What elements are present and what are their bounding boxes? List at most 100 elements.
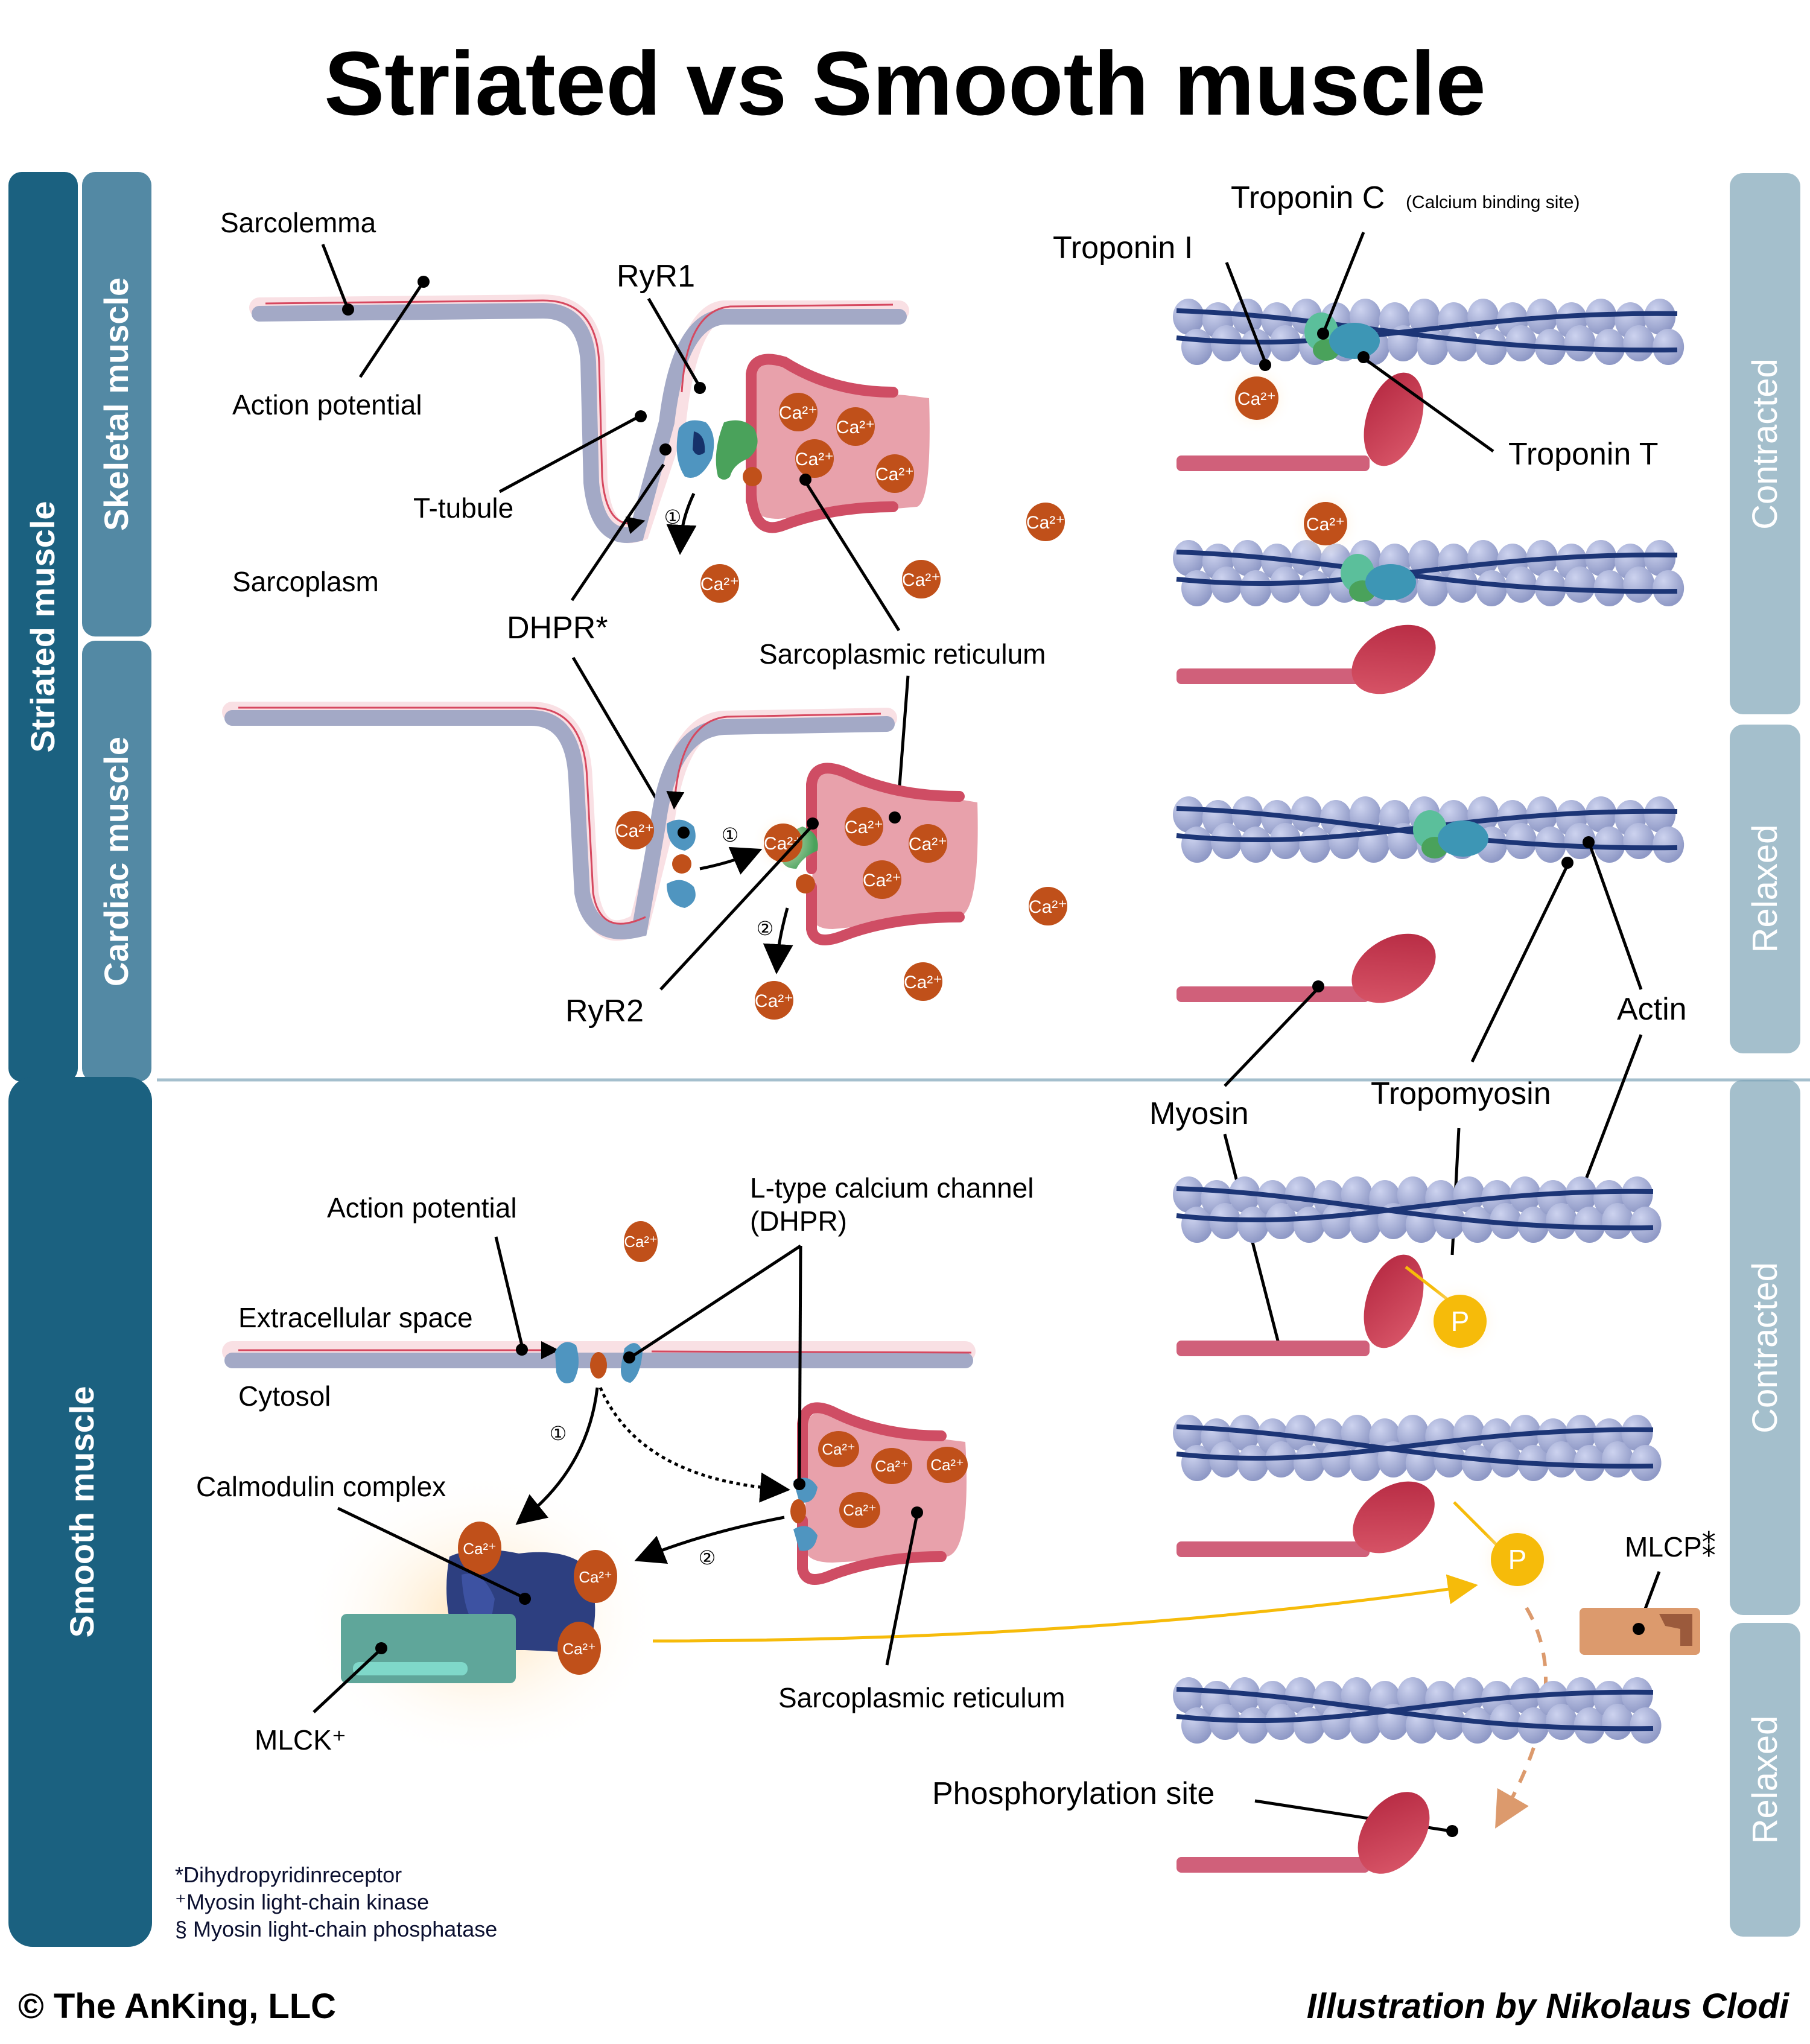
actin-monomer	[1564, 567, 1596, 603]
actin-monomer	[1653, 827, 1685, 863]
actin-monomer	[1329, 823, 1361, 859]
actin-monomer	[1434, 1441, 1465, 1477]
smooth-sr-label: Sarcoplasmic reticulum	[778, 1682, 1065, 1713]
svg-text:Ca²⁺: Ca²⁺	[700, 574, 739, 594]
smooth-action-potential-label: Action potential	[327, 1192, 517, 1224]
dhpr-label: DHPR*	[507, 611, 608, 646]
phosphorylation-site-label: Phosphorylation site	[932, 1776, 1215, 1811]
phosphate-group: P	[1418, 1279, 1502, 1363]
dephosphorylation-arrow	[1495, 1607, 1548, 1829]
sr-release-arrow	[634, 1516, 785, 1564]
svg-text:Ca²⁺: Ca²⁺	[875, 1457, 909, 1475]
myosin-tail	[1176, 1857, 1370, 1873]
actin-monomer	[1284, 1677, 1316, 1713]
skeletal-muscle-label: Skeletal muscle	[97, 278, 135, 531]
svg-text:Ca²⁺: Ca²⁺	[755, 991, 793, 1011]
actin-monomer	[1461, 1707, 1493, 1744]
actin-monomer	[1408, 540, 1440, 576]
actin-monomer	[1644, 540, 1676, 576]
ryr1	[716, 420, 758, 480]
svg-text:Ca²⁺: Ca²⁺	[836, 417, 875, 437]
troponin-t	[1438, 820, 1488, 857]
troponin-i-label: Troponin I	[1053, 230, 1193, 265]
svg-text:Ca²⁺: Ca²⁺	[1029, 897, 1067, 917]
svg-text:Ca²⁺: Ca²⁺	[795, 449, 834, 469]
actin-monomer	[1173, 1677, 1204, 1713]
tropomyosin-strand	[1176, 311, 1678, 345]
sarcolemma-label: Sarcolemma	[220, 207, 376, 238]
troponin-c-label: Troponin C	[1231, 180, 1385, 215]
myosin-tail	[1176, 668, 1370, 684]
calcium-ion: Ca²⁺	[764, 824, 802, 862]
myosin-head	[1358, 1792, 1430, 1874]
actin-monomer	[1564, 325, 1596, 361]
side-panel-smooth: Smooth muscle	[8, 1077, 152, 1947]
mlck-label: MLCK⁺	[255, 1724, 346, 1756]
svg-text:Relaxed: Relaxed	[1745, 825, 1785, 953]
svg-text:Ca²⁺: Ca²⁺	[463, 1540, 497, 1558]
troponin-t-label: Troponin T	[1508, 437, 1659, 472]
svg-text:Ca²⁺: Ca²⁺	[902, 570, 941, 590]
action-potential-label: Action potential	[232, 389, 422, 421]
tropomyosin-label: Tropomyosin	[1371, 1076, 1551, 1111]
actin-monomer	[1173, 796, 1204, 833]
svg-text:Contracted: Contracted	[1745, 358, 1785, 530]
svg-text:Ca²⁺: Ca²⁺	[1026, 513, 1065, 533]
actin-monomer	[1573, 1707, 1605, 1744]
actin-monomer	[1237, 1207, 1269, 1243]
myosin-label: Myosin	[1149, 1096, 1249, 1131]
footnote-mlcp: § Myosin light-chain phosphatase	[175, 1917, 497, 1941]
actin-monomer	[1446, 325, 1478, 361]
ryr1-label: RyR1	[617, 259, 695, 294]
step-1-marker: ①	[550, 1423, 567, 1444]
side-panel-skeletal: Skeletal muscle	[82, 172, 151, 636]
calcium-dot	[590, 1352, 607, 1379]
actin-monomer	[1291, 796, 1323, 833]
calcium-ion: Ca²⁺	[1029, 887, 1067, 925]
svg-text:Ca²⁺: Ca²⁺	[624, 1233, 658, 1251]
actin-monomer	[1546, 1203, 1578, 1239]
svg-text:Ca²⁺: Ca²⁺	[863, 871, 901, 890]
actin-monomer	[1434, 1203, 1465, 1239]
calcium-dot	[796, 874, 815, 893]
actin-monomer	[1564, 823, 1596, 859]
calcium-ion: Ca²⁺	[871, 1448, 912, 1484]
extracellular-space-label: Extracellular space	[238, 1302, 473, 1333]
actin-monomer	[1240, 570, 1272, 606]
actin-monomer	[1173, 540, 1204, 576]
sr-trigger-arrow	[599, 1387, 790, 1503]
calcium-ion: Ca²⁺	[863, 860, 901, 899]
actin-monomer	[1593, 570, 1625, 606]
actin-filament	[1173, 1677, 1662, 1874]
actin-monomer	[1461, 1445, 1493, 1481]
calcium-dot	[672, 854, 691, 874]
actin-filament	[1173, 1176, 1662, 1356]
step-1-marker: ①	[722, 824, 739, 846]
actin-monomer	[1321, 1203, 1353, 1239]
footnote-mlck: ⁺Myosin light-chain kinase	[175, 1890, 429, 1914]
phosphorylation-arrow	[652, 1574, 1478, 1643]
calmodulin-complex-label: Calmodulin complex	[196, 1471, 446, 1502]
calcium-ion: Ca²⁺	[557, 1622, 601, 1675]
svg-text:Ca²⁺: Ca²⁺	[875, 465, 914, 484]
calcium-ion: Ca²⁺	[755, 981, 793, 1020]
myosin-tail	[1176, 1341, 1370, 1356]
step-1-marker: ①	[664, 506, 682, 528]
calcium-ion: Ca²⁺	[845, 807, 883, 846]
activation-arrow	[699, 846, 763, 875]
calcium-ion: Ca²⁺	[818, 1431, 859, 1467]
calcium-dot	[790, 1499, 806, 1523]
sarcoplasmic-reticulum-label: Sarcoplasmic reticulum	[759, 638, 1046, 670]
troponin-t	[1329, 323, 1380, 359]
cardiac-sarcoplasmic-reticulum	[806, 763, 978, 945]
calcium-ion: Ca²⁺	[927, 1447, 968, 1483]
state-panel-relaxed-top: Relaxed	[1730, 725, 1800, 1053]
svg-text:Contracted: Contracted	[1745, 1262, 1785, 1433]
calcium-ion: Ca²⁺	[836, 407, 875, 446]
thin-filaments-smooth: PP	[1173, 1176, 1662, 1874]
release-arrow	[763, 907, 793, 974]
calcium-ion: Ca²⁺	[615, 811, 654, 849]
actin-monomer	[1321, 1704, 1353, 1740]
myosin-head	[1353, 1481, 1435, 1554]
svg-text:Ca²⁺: Ca²⁺	[579, 1568, 612, 1586]
